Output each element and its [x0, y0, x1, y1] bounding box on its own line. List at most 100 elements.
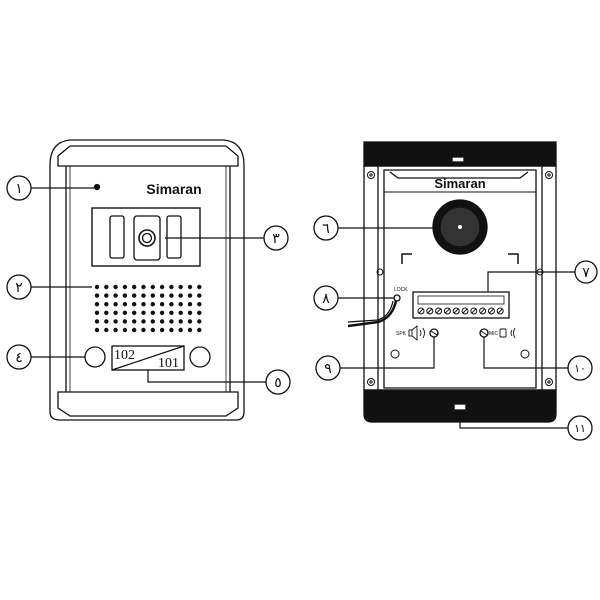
callout-10-number: ١٠	[574, 362, 586, 375]
mic-icon	[499, 327, 516, 339]
front-bottom-cap	[57, 391, 239, 417]
back-outer-body	[363, 165, 557, 391]
grille-hole	[132, 327, 137, 333]
grille-hole	[104, 319, 109, 324]
callout-2-number: ٢	[15, 280, 23, 296]
grille-hole	[178, 302, 183, 307]
callout-7-number: ٧	[582, 265, 590, 281]
grille-hole	[150, 293, 155, 298]
callout-8	[313, 285, 339, 311]
call-button-right	[189, 346, 211, 368]
grille-hole	[141, 284, 146, 290]
terminal-screw-slot	[462, 308, 468, 314]
grille-hole	[169, 293, 174, 298]
front-brand-label: Simaran	[146, 181, 201, 197]
callout-7	[574, 260, 598, 284]
grille-hole	[178, 293, 183, 298]
callout-numbers: ١ ٢ ٣ ٤ ٥ ٦ ٧ ٨ ٩ ١٠ ١١	[15, 181, 590, 435]
callout-badges	[6, 175, 598, 441]
terminal-screws	[417, 307, 504, 315]
speaker-grille	[94, 284, 202, 333]
terminal-screw-slot	[445, 308, 450, 314]
grille-hole	[122, 302, 128, 307]
callout-4	[6, 344, 32, 370]
grille-hole	[122, 327, 128, 333]
grille-hole	[150, 310, 155, 315]
grille-hole	[197, 284, 202, 290]
grille-hole	[197, 302, 202, 307]
grille-hole	[159, 327, 165, 333]
grille-hole	[113, 284, 118, 290]
lock-label: LOCK	[394, 287, 408, 293]
grille-hole	[113, 327, 118, 333]
terminal-screw-slot	[480, 308, 485, 314]
terminal-screw-slot	[489, 308, 494, 314]
callout-6-number: ٦	[322, 221, 330, 237]
grille-hole	[187, 310, 193, 315]
camera-lens-icon	[138, 229, 156, 247]
speaker-label: SPK	[396, 331, 407, 337]
grille-hole	[197, 327, 202, 333]
grille-hole	[150, 327, 155, 333]
terminal-screw-slot	[436, 308, 441, 314]
grille-hole	[113, 319, 118, 324]
grille-hole	[187, 319, 193, 324]
grille-hole	[159, 319, 165, 324]
grille-hole	[132, 319, 137, 324]
lock-connector	[393, 294, 401, 302]
terminal-screw-slot	[453, 308, 459, 314]
lock-wire	[347, 300, 398, 328]
grille-hole	[141, 319, 146, 324]
grille-hole	[169, 302, 174, 307]
callout-1	[6, 175, 32, 201]
callout-4-number: ٤	[15, 350, 23, 366]
grille-hole	[197, 319, 202, 324]
grille-hole	[178, 310, 183, 315]
grille-hole	[169, 327, 174, 333]
grille-hole	[178, 284, 183, 290]
terminal-screw-slot	[418, 308, 424, 314]
grille-hole	[122, 284, 128, 290]
grille-hole	[122, 319, 128, 324]
grille-hole	[94, 319, 100, 324]
grille-hole	[150, 319, 155, 324]
grille-hole	[197, 310, 202, 315]
callout-5-number: ٥	[274, 375, 282, 391]
grille-hole	[104, 327, 109, 333]
grille-hole	[132, 302, 137, 307]
callout-1-number: ١	[15, 181, 23, 197]
camera-lens-housing	[133, 215, 161, 261]
apartment-label-102: 102	[114, 348, 135, 363]
grille-hole	[159, 302, 165, 307]
grille-hole	[169, 284, 174, 290]
grille-hole	[150, 302, 155, 307]
front-indicator-led	[93, 183, 101, 191]
grille-hole	[187, 302, 193, 307]
grille-hole	[122, 310, 128, 315]
grille-hole	[150, 284, 155, 290]
callout-11	[567, 415, 593, 441]
leader-lines	[31, 187, 576, 429]
speaker-icon	[408, 325, 425, 341]
grille-hole	[159, 284, 165, 290]
grille-hole	[187, 293, 193, 298]
grille-hole	[94, 293, 100, 298]
callout-3	[263, 225, 289, 251]
grille-hole	[141, 327, 146, 333]
callout-9-number: ٩	[324, 361, 332, 377]
grille-hole	[122, 293, 128, 298]
grille-hole	[141, 310, 146, 315]
grille-hole	[132, 284, 137, 290]
grille-hole	[141, 293, 146, 298]
back-panel	[347, 141, 557, 423]
grille-hole	[197, 293, 202, 298]
apartment-label-101: 101	[158, 356, 179, 371]
grille-hole	[104, 293, 109, 298]
grille-hole	[104, 302, 109, 307]
grille-hole	[94, 302, 100, 307]
mounting-screws	[367, 171, 553, 386]
camera-slot-right	[166, 215, 182, 259]
grille-hole	[113, 310, 118, 315]
grille-hole	[141, 302, 146, 307]
